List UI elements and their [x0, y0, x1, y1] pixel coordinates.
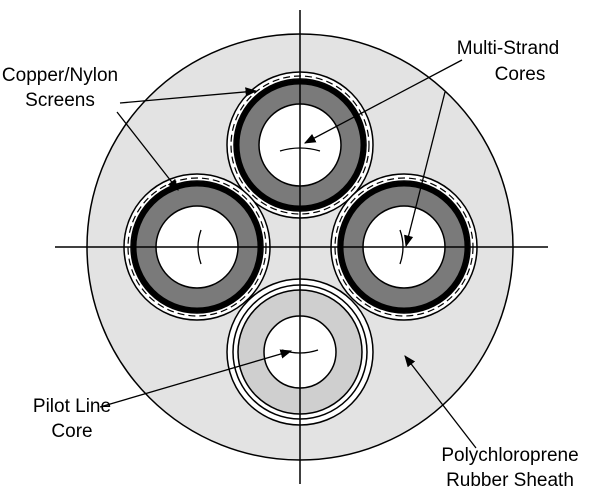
cores-label-line2: Cores — [495, 64, 546, 85]
screens-label-line2: Screens — [25, 90, 95, 111]
sheath-label-line1: Polychloroprene — [441, 445, 578, 466]
cores-arrow-top — [303, 59, 463, 144]
sheath-arrow — [404, 355, 477, 449]
screens-arrow-left — [116, 111, 179, 191]
pilot-arrow — [99, 349, 293, 408]
pilot-label-line1: Pilot Line — [33, 396, 111, 417]
strand-mark — [399, 229, 404, 265]
screens-arrow-top — [119, 87, 258, 104]
screens-label-line1: Copper/Nylon — [2, 65, 118, 86]
sheath-label-line2: Rubber Sheath — [446, 470, 574, 491]
cores-label-line1: Multi-Strand — [457, 38, 559, 59]
strand-mark — [197, 229, 202, 265]
strand-mark — [279, 147, 321, 152]
pilot-label-line2: Core — [51, 421, 92, 442]
cores-arrow-right — [404, 91, 446, 248]
